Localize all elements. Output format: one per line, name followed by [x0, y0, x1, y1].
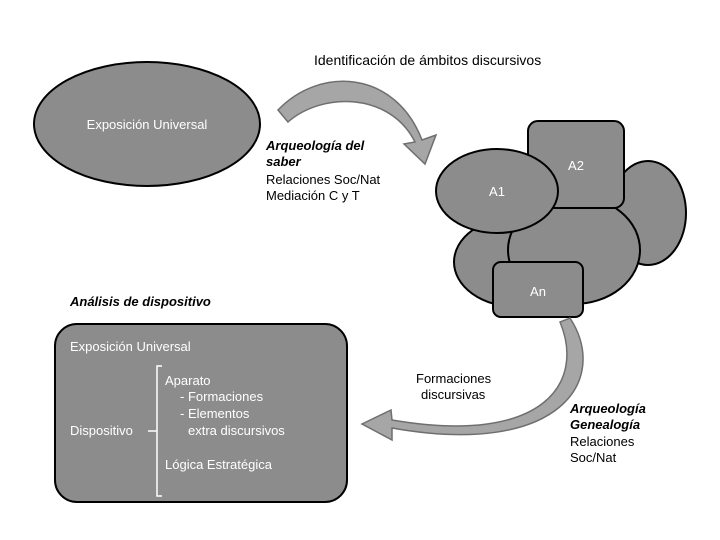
cluster-an-box [492, 261, 584, 318]
arqueologia-heading: Arqueología [570, 401, 646, 416]
exposicion-universal-ellipse [33, 61, 261, 187]
analysis-box [54, 323, 348, 503]
formaciones-item: - Formaciones [180, 389, 264, 404]
cluster-a1-label: A1 [489, 184, 505, 199]
extra-discursivos-item: extra discursivos [188, 423, 285, 438]
cluster-a2-label: A2 [568, 158, 584, 173]
curved-arrow-top [276, 80, 438, 166]
arqueologia-saber-heading-1: Arqueología del [266, 138, 365, 153]
logica-estrategica-label: Lógica Estratégica [165, 457, 272, 472]
elementos-item: - Elementos [180, 406, 250, 421]
relaciones-soc-nat-1: Relaciones Soc/Nat [266, 172, 381, 187]
exposicion-universal-label: Exposición Universal [87, 117, 208, 132]
analysis-exposicion-universal: Exposición Universal [70, 339, 191, 354]
relaciones-label: Relaciones [570, 434, 635, 449]
formaciones-label: Formaciones [416, 371, 492, 386]
cluster-an-label: An [530, 284, 546, 299]
discursivas-label: discursivas [421, 387, 486, 402]
curved-arrow-bottom [360, 317, 584, 442]
arqueologia-saber-heading-2: saber [266, 154, 301, 169]
cluster-a1-ellipse [435, 148, 559, 234]
mediacion-cyt: Mediación C y T [266, 188, 360, 203]
analisis-dispositivo-title: Análisis de dispositivo [70, 294, 211, 309]
dispositivo-label: Dispositivo [70, 423, 133, 438]
soc-nat-label: Soc/Nat [570, 450, 617, 465]
aparato-label: Aparato [165, 373, 211, 388]
diagram-title: Identificación de ámbitos discursivos [314, 52, 542, 68]
genealogia-heading: Genealogía [570, 417, 641, 432]
